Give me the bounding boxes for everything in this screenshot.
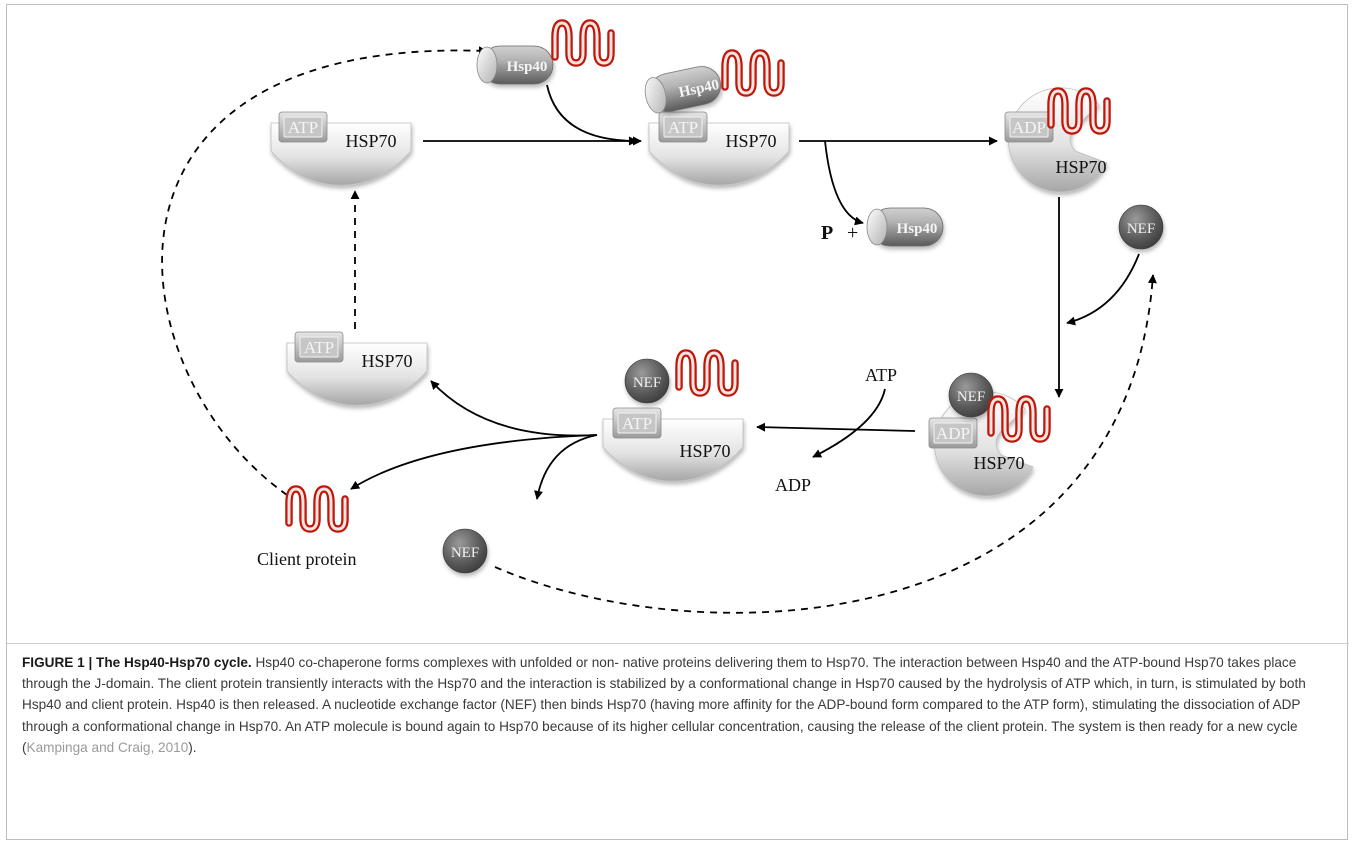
hsp70-label: HSP70 bbox=[679, 441, 730, 461]
dashed-arrow-client-recycle bbox=[161, 46, 488, 496]
nef-label: NEF bbox=[451, 545, 479, 561]
arrow-to-free-nef bbox=[534, 434, 598, 500]
atp-label: ATP bbox=[668, 118, 698, 137]
hsp40-hsp70-cycle-diagram: ATP ATP ADP ADP ATP ATP HSP70 HSP70 HSP7… bbox=[161, 5, 1349, 614]
arrow-nef-atp-complex bbox=[756, 422, 916, 432]
nef-label: NEF bbox=[957, 389, 985, 405]
adp-label: ADP bbox=[936, 424, 970, 443]
caption-end: ). bbox=[188, 739, 197, 755]
figure-frame: ATP ATP ADP ADP ATP ATP HSP70 HSP70 HSP7… bbox=[6, 4, 1349, 840]
adp-out-label: ADP bbox=[775, 475, 811, 495]
client-protein-label: Client protein bbox=[257, 549, 356, 569]
hsp70-label: HSP70 bbox=[345, 131, 396, 151]
plus-label: + bbox=[847, 222, 858, 244]
nef-label: NEF bbox=[1127, 221, 1155, 237]
phosphate-label: P bbox=[821, 222, 833, 244]
atp-label: ATP bbox=[288, 118, 318, 137]
hsp40-label: Hsp40 bbox=[507, 59, 548, 75]
figure-caption: FIGURE 1 | The Hsp40-Hsp70 cycle. Hsp40 … bbox=[22, 652, 1332, 758]
caption-divider bbox=[7, 643, 1349, 644]
hsp70-label: HSP70 bbox=[725, 131, 776, 151]
hsp70-label: HSP70 bbox=[361, 351, 412, 371]
caption-body: Hsp40 co-chaperone forms complexes with … bbox=[22, 655, 1306, 755]
client-protein-free bbox=[289, 489, 345, 529]
arrow-atp-exchange bbox=[812, 388, 886, 458]
atp-label: ATP bbox=[304, 338, 334, 357]
hsp70-label: HSP70 bbox=[973, 453, 1024, 473]
arrow-to-free-hsp70 bbox=[430, 380, 598, 437]
nef-label: NEF bbox=[633, 375, 661, 391]
arrow-hsp40-join bbox=[546, 84, 638, 146]
dashed-arrow-nef-recycle bbox=[494, 274, 1157, 614]
atp-in-label: ATP bbox=[865, 365, 897, 385]
hsp40-label: Hsp40 bbox=[897, 221, 938, 237]
adp-label: ADP bbox=[1012, 118, 1046, 137]
arrow-release-hsp40 bbox=[824, 140, 864, 226]
hsp70-atp-hsp40-complex bbox=[642, 53, 789, 185]
arrow-nef-in bbox=[1066, 253, 1140, 326]
atp-label: ATP bbox=[622, 414, 652, 433]
caption-citation-link[interactable]: Kampinga and Craig, 2010 bbox=[26, 739, 189, 755]
hsp70-label: HSP70 bbox=[1055, 157, 1106, 177]
arrow-to-client-protein bbox=[350, 434, 598, 490]
caption-title: FIGURE 1 | The Hsp40-Hsp70 cycle. bbox=[22, 655, 252, 670]
